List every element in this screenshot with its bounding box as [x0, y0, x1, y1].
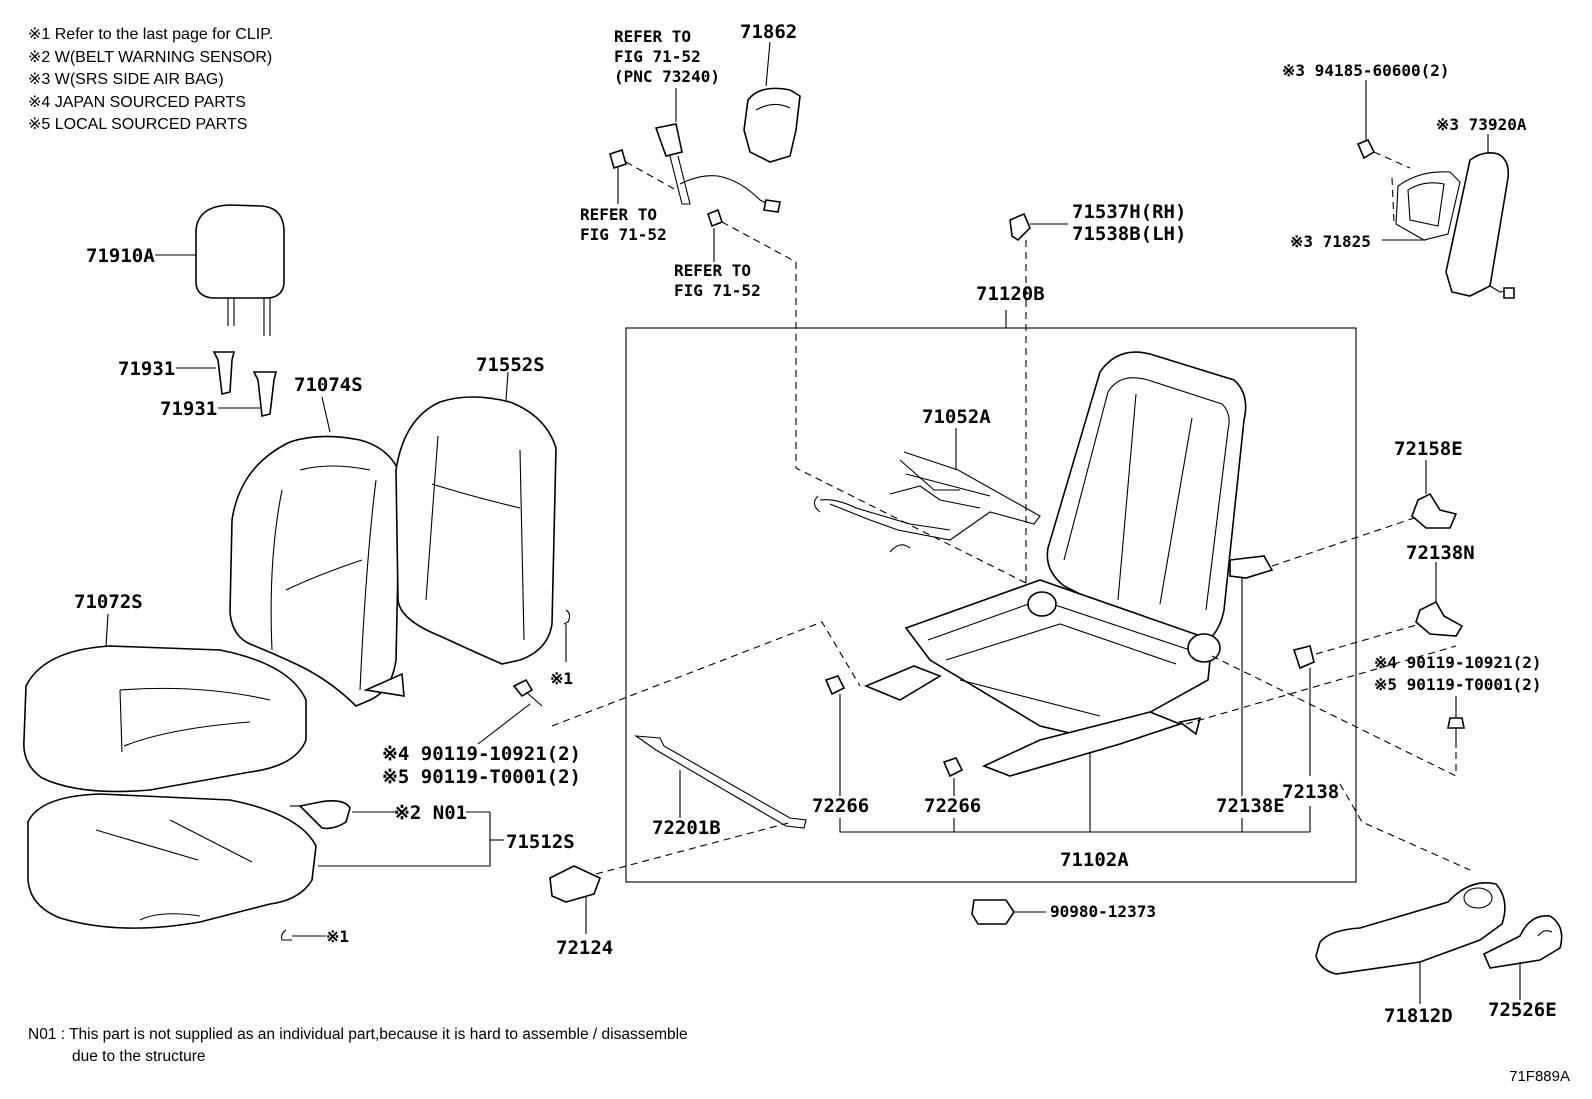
label-71538B: 71538B(LH)	[1072, 223, 1186, 245]
label-72158E: 72158E	[1394, 438, 1463, 460]
label-72266-right: 72266	[924, 795, 981, 817]
ref-left-line2: FIG 71-52	[580, 225, 667, 244]
seatback-cover-part	[229, 435, 401, 707]
bolt-right-part	[1447, 717, 1465, 748]
ref-pnc-line1: REFER TO	[614, 27, 691, 46]
seat-cushion-pad-part	[27, 793, 317, 929]
frame-assembly-box	[625, 327, 1357, 883]
label-71074S: 71074S	[294, 374, 363, 396]
ref-pnc-line2: FIG 71-52	[614, 47, 701, 66]
seatback-pad-part	[363, 396, 557, 697]
label-71512S: 71512S	[506, 831, 575, 853]
footnote: N01 : This part is not supplied as an in…	[28, 1024, 688, 1068]
label-bolt-4-right: ※4 90119-10921(2)	[1374, 653, 1542, 672]
seat-clip-part	[1009, 212, 1031, 242]
label-bolt-5-right: ※5 90119-T0001(2)	[1374, 675, 1542, 694]
label-71910A: 71910A	[86, 245, 155, 267]
label-71072S: 71072S	[74, 591, 143, 613]
ref-pnc-line3: (PNC 73240)	[614, 67, 720, 86]
belt-guide-part	[743, 87, 801, 163]
label-clip-1-lower: ※1	[326, 927, 349, 946]
side-airbag-part	[1445, 152, 1515, 299]
label-71862: 71862	[740, 21, 797, 43]
label-94185-60600: ※3 94185-60600(2)	[1282, 61, 1450, 80]
figure-code: 71F889A	[1509, 1068, 1570, 1085]
label-73920A: ※3 73920A	[1436, 115, 1527, 134]
label-71931-upper: 71931	[118, 358, 175, 380]
nut-part	[1356, 138, 1376, 160]
label-71102A: 71102A	[1060, 849, 1129, 871]
connector-part	[971, 899, 1015, 925]
label-71812D: 71812D	[1384, 1005, 1453, 1027]
label-72138: 72138	[1282, 781, 1339, 803]
label-90980-12373: 90980-12373	[1050, 902, 1156, 921]
hinge-cover-inner-part	[1229, 555, 1315, 670]
hinge-cover-part	[549, 865, 602, 903]
label-bolt-4-left: ※4 90119-10921(2)	[382, 743, 581, 765]
footnote-line-1: N01 : This part is not supplied as an in…	[28, 1026, 688, 1043]
rod-part	[634, 735, 807, 829]
ref-left-line1: REFER TO	[580, 205, 657, 224]
label-71120B: 71120B	[976, 283, 1045, 305]
label-72201B: 72201B	[652, 817, 721, 839]
label-72138E: 72138E	[1216, 795, 1285, 817]
inner-cover-part	[1411, 492, 1458, 529]
belt-warning-sensor-part	[290, 800, 351, 830]
note-line: ※2 W(BELT WARNING SENSOR)	[28, 48, 273, 66]
label-71052A: 71052A	[922, 406, 991, 428]
label-72124: 72124	[556, 937, 613, 959]
note-line: ※3 W(SRS SIDE AIR BAG)	[28, 71, 224, 88]
ref-right-line2: FIG 71-52	[674, 281, 761, 300]
label-72138N: 72138N	[1406, 542, 1475, 564]
label-71931-lower: 71931	[160, 398, 217, 420]
label-72526E: 72526E	[1488, 999, 1557, 1021]
note-line: ※5 LOCAL SOURCED PARTS	[28, 116, 248, 133]
note-line: ※4 JAPAN SOURCED PARTS	[28, 93, 246, 111]
airbag-bracket-part	[1395, 171, 1461, 241]
label-71825: ※3 71825	[1290, 232, 1371, 251]
side-shield-part	[1315, 882, 1506, 975]
seat-spring-part	[813, 451, 1041, 553]
footnote-line-2: due to the structure	[72, 1048, 206, 1065]
seat-frame-part	[863, 351, 1247, 777]
knob-cover-part	[1482, 915, 1563, 969]
label-71552S: 71552S	[476, 354, 545, 376]
headrest-support-part	[212, 351, 278, 417]
label-clip-1-upper: ※1	[550, 669, 573, 688]
seatbelt-buckle-part	[609, 123, 781, 213]
ref-right-line1: REFER TO	[674, 261, 751, 280]
headrest-part	[195, 204, 285, 336]
clip-72266-part	[824, 675, 964, 778]
label-bolt-5-left: ※5 90119-T0001(2)	[382, 766, 581, 788]
seat-cushion-cover-part	[23, 645, 307, 793]
label-71537H: 71537H(RH)	[1072, 201, 1186, 223]
label-N01: ※2 N01	[394, 802, 467, 824]
label-72266-left: 72266	[812, 795, 869, 817]
notes-legend: ※1 Refer to the last page for CLIP. ※2 W…	[28, 24, 273, 137]
hinge-cover-outer-part	[1415, 600, 1464, 637]
note-line: ※1 Refer to the last page for CLIP.	[28, 26, 274, 43]
bolt-left-part	[512, 678, 543, 707]
